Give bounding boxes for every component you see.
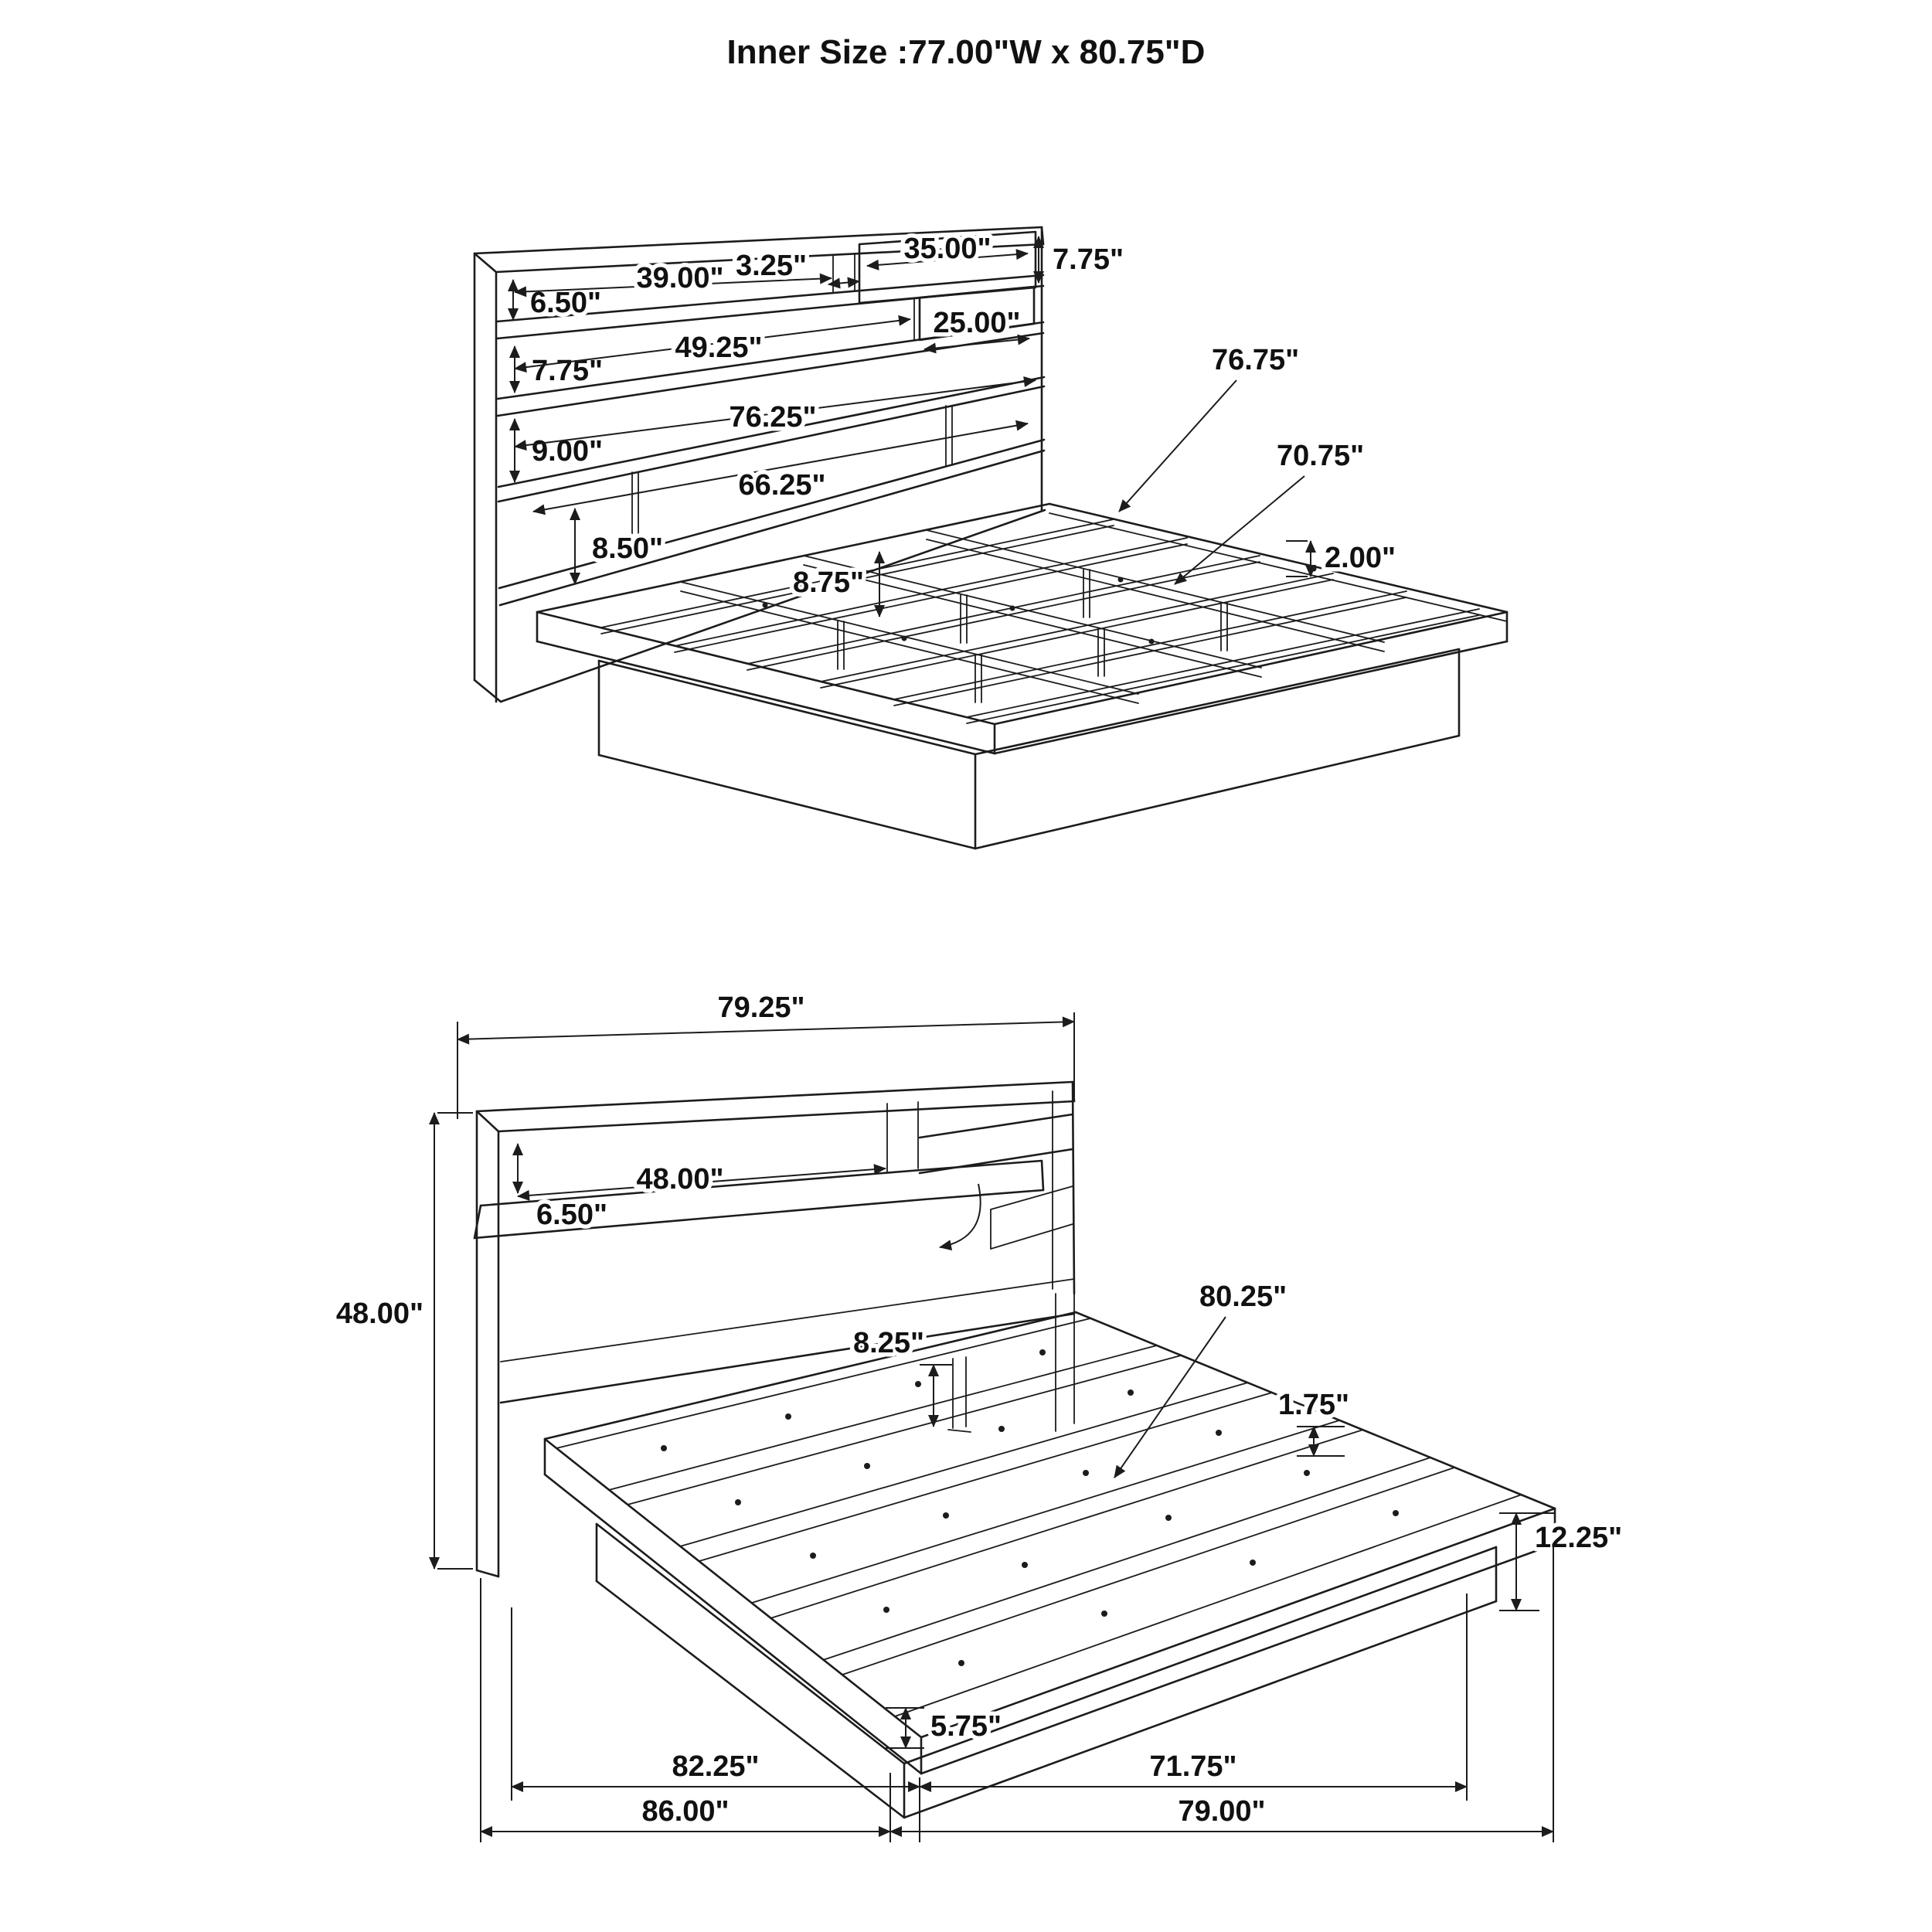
dim-shelf1-divider-label: 3.25" <box>736 250 807 282</box>
dim-headboard-inner-width-label: 76.25" <box>729 401 816 434</box>
top-platform-line-art <box>536 502 1509 850</box>
dim-slat-support-height-label: 8.75" <box>793 566 864 599</box>
dim-base-height-label: 5.75" <box>930 1710 1002 1743</box>
dim-shelf-opening-width-label: 48.00" <box>636 1163 723 1196</box>
dim-footprint-length-inner-label: 82.25" <box>672 1750 759 1783</box>
dim-headboard-width-label: 79.25" <box>717 992 804 1024</box>
top-view: 6.50" 39.00" 3.25" 35.00" 7.75" 7.75" 49… <box>473 226 1509 850</box>
dim-headboard-to-deck-gap-label: 8.25" <box>853 1327 924 1359</box>
dim-footprint-length-outer-label: 86.00" <box>641 1795 729 1828</box>
dim-footprint-width-outer-label: 79.00" <box>1178 1795 1265 1828</box>
top-view-dimensions: 6.50" 39.00" 3.25" 35.00" 7.75" 7.75" 49… <box>508 229 1400 617</box>
door-swing-arrow <box>939 1183 981 1251</box>
dim-shelf-opening-height-label: 6.50" <box>536 1199 607 1231</box>
slat-screw-dots <box>661 1349 1399 1666</box>
dim-slat-platform-length-label: 80.25" <box>1199 1281 1287 1313</box>
dim-center-rail-length-label: 70.75" <box>1277 440 1364 472</box>
dim-top-right-compartment-height-label: 7.75" <box>1053 243 1124 276</box>
dim-shelf2-right-compartment-width-label: 25.00" <box>933 307 1020 339</box>
bottom-view-dimensions: 79.25" 48.00" 48.00" 6.50" 8.25" 80.25" … <box>332 988 1627 1842</box>
dim-rail-thickness-label: 2.00" <box>1325 542 1396 574</box>
dim-side-rail-length-label: 76.75" <box>1212 344 1299 376</box>
dim-lower-opening-width-label: 66.25" <box>738 469 825 502</box>
dim-headboard-height-label: 48.00" <box>336 1298 423 1330</box>
page-title: Inner Size :77.00"W x 80.75"D <box>727 33 1206 71</box>
dim-footprint-width-inner-label: 71.75" <box>1149 1750 1236 1783</box>
bottom-headboard-line-art <box>473 1080 1076 1578</box>
bottom-view: 79.25" 48.00" 48.00" 6.50" 8.25" 80.25" … <box>332 988 1627 1842</box>
dim-shelf2-width-label: 49.25" <box>675 332 762 364</box>
dim-platform-side-height-label: 12.25" <box>1535 1522 1622 1554</box>
dim-slat-thickness-label: 1.75" <box>1278 1389 1349 1421</box>
dim-top-right-compartment-width-label: 35.00" <box>903 233 991 265</box>
bottom-platform-line-art <box>543 1311 1556 1819</box>
dim-shelf1-width-label: 39.00" <box>636 262 723 294</box>
dim-lower-opening-height-label: 8.50" <box>592 532 663 565</box>
